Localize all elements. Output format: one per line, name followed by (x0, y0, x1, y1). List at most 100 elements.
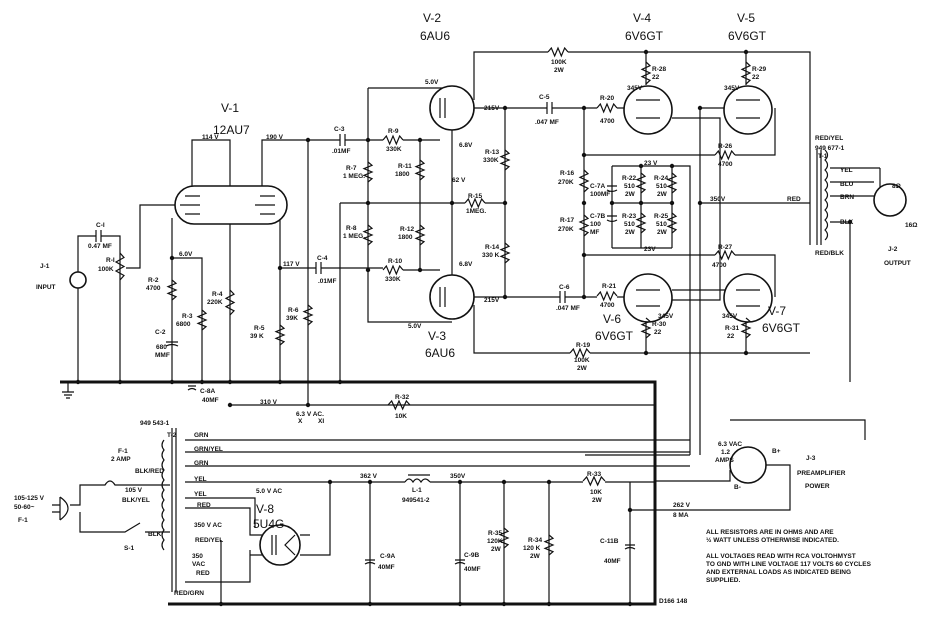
resistor-symbol (302, 304, 314, 326)
power-wiring (171, 428, 791, 604)
note-line: ½ WATT UNLESS OTHERWISE INDICATED. (706, 536, 839, 544)
label: R-32 (395, 394, 409, 401)
label: 949 543-1 (140, 420, 170, 427)
label: R-21 (602, 283, 616, 290)
resistor-symbol (596, 102, 618, 114)
label: R-30 (652, 321, 666, 328)
label: R-35 (488, 530, 502, 537)
junction-dot (277, 265, 283, 271)
label: 2W (491, 546, 502, 553)
label: 350 V AC (194, 522, 222, 529)
label: R-8 (346, 225, 357, 232)
junction-dot (609, 200, 615, 206)
label: OUTPUT (884, 260, 911, 267)
label: 2W (530, 553, 541, 560)
coupling-caps (315, 134, 346, 274)
label: 949541-2 (402, 497, 430, 504)
label: C-6 (559, 284, 570, 291)
label: 22 (652, 74, 660, 81)
label: 1MEG. (466, 208, 486, 215)
junction-dot (169, 379, 175, 385)
junction-dot (457, 601, 463, 607)
tube-type: 6AU6 (425, 346, 455, 360)
label: R-5 (254, 325, 265, 332)
resistor-symbol (499, 242, 511, 264)
junction-dot (743, 49, 749, 55)
tube-label: V-3 (428, 329, 446, 343)
label: 510 (624, 183, 635, 190)
label: R-12 (400, 226, 414, 233)
label: 4700 (600, 302, 615, 309)
label: R-24 (654, 175, 668, 182)
label: 350V (450, 473, 466, 480)
label: 4700 (600, 118, 615, 125)
label: 5.0V (408, 323, 422, 330)
label: BLK/YEL (122, 497, 150, 504)
junction-dot (581, 252, 587, 258)
label: R-11 (398, 163, 412, 170)
v2-envelope (429, 85, 475, 131)
label: 345V (658, 313, 674, 320)
label: POWER (805, 483, 830, 490)
label: T-2 (167, 432, 177, 439)
tube-label: V-1 (221, 101, 239, 115)
resistor-symbol (740, 61, 752, 85)
junction-dot (581, 105, 587, 111)
label: 22 (752, 74, 760, 81)
resistor-symbol (666, 172, 678, 194)
label: 345V (627, 85, 643, 92)
tube-symbols (69, 85, 907, 566)
tube-label: V-2 (423, 11, 441, 25)
note-line: AND EXTERNAL LOADS AS INDICATED BEING (706, 569, 851, 576)
junction-dot (417, 267, 423, 273)
label: 1800 (395, 171, 410, 178)
label: 2W (657, 191, 668, 198)
junction-dot (669, 163, 675, 169)
label: .01MF (332, 148, 350, 155)
junction-dot (218, 601, 224, 607)
label: F-1 (118, 448, 128, 455)
label: 510 (656, 221, 667, 228)
junction-dot (305, 137, 311, 143)
note-line: TO GND WITH LINE VOLTAGE 117 VOLTS 60 CY… (706, 561, 872, 568)
label: .01MF (318, 278, 336, 285)
label: 100K (551, 59, 567, 66)
junction-dot (638, 200, 644, 206)
label: R-26 (718, 143, 732, 150)
junction-dot (643, 49, 649, 55)
junction-dot (367, 479, 373, 485)
label: 510 (656, 183, 667, 190)
label: 10K (395, 413, 407, 420)
tube-label: V-7 (768, 304, 786, 318)
resistor-symbol (224, 289, 236, 316)
labels: V-1 12AU7 V-2 6AU6 V-3 6AU6 V-4 6V6GT V-… (14, 11, 917, 605)
tube-type: 12AU7 (213, 123, 250, 137)
label: 100 (590, 221, 601, 228)
choke-l1 (404, 474, 431, 484)
label: 4700 (718, 161, 733, 168)
junction-dot (367, 601, 373, 607)
label: 2W (554, 67, 565, 74)
resistor-symbol (382, 134, 404, 146)
label: 270K (558, 179, 574, 186)
resistor-symbol (582, 475, 606, 487)
label: R-2 (148, 277, 159, 284)
j1-jack (69, 271, 87, 289)
resistor-symbol (596, 290, 618, 302)
label: 39K (286, 315, 298, 322)
resistor-symbol (362, 224, 374, 246)
resistor-symbol (274, 324, 286, 346)
resistor-symbol (635, 172, 647, 194)
label: .047 MF (556, 305, 580, 312)
label: 270K (558, 226, 574, 233)
junction-dot (847, 219, 853, 225)
resistor-symbol (578, 214, 590, 237)
label: R-14 (485, 244, 499, 251)
label: PREAMPLIFIER (797, 470, 846, 477)
v4-envelope (623, 85, 673, 135)
label: R-34 (528, 537, 542, 544)
label: C-7A (590, 183, 605, 190)
label: 1 MEG. (343, 233, 365, 240)
label: J-2 (888, 246, 898, 253)
